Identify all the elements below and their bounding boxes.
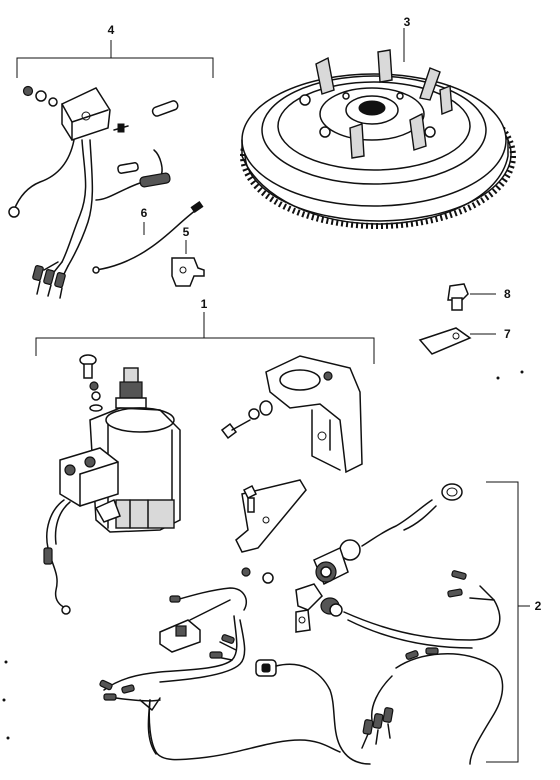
callout-3: 3 [404, 15, 411, 29]
callout-8: 8 [504, 287, 511, 301]
starter-solenoid [59, 447, 121, 523]
flywheel-bolt: 8 [447, 283, 511, 311]
callout-6: 6 [141, 206, 148, 220]
harness-connector-right [361, 647, 439, 749]
plug-connectors [32, 265, 66, 299]
regulator-assembly [8, 85, 179, 299]
wiring-harness-assembly [99, 479, 504, 765]
grommet-icon [441, 483, 463, 501]
starter-pinion [115, 367, 147, 409]
starter-motor-assembly [43, 354, 181, 615]
lock-washer-icon [48, 97, 58, 107]
screw-icon [113, 123, 129, 133]
callout-4: 4 [108, 23, 115, 37]
callout-7: 7 [504, 327, 511, 341]
callout-5: 5 [183, 225, 190, 239]
wire-harness [61, 139, 87, 263]
solenoid-lead [46, 499, 67, 609]
starter-bracket [265, 355, 363, 474]
callout-1: 1 [201, 297, 208, 311]
callout-2: 2 [535, 599, 542, 613]
stop-switch [295, 583, 343, 633]
group-1-bracket: 1 [35, 297, 375, 364]
flywheel: 3 [240, 15, 516, 229]
washer-icon [35, 90, 47, 102]
harness-connector-left [99, 679, 161, 702]
terminal-block [159, 599, 231, 653]
switch-plate [235, 479, 307, 553]
fuse-holder [95, 149, 171, 201]
bracket-bolt-set [220, 400, 273, 440]
starter-bolt-icon [79, 354, 97, 379]
clamp-part: 5 [171, 225, 205, 287]
ground-wire: 6 [92, 200, 204, 274]
rectifier-regulator [61, 87, 111, 141]
key-switch [313, 539, 361, 586]
scan-marks [2, 370, 524, 740]
nut-icon [22, 85, 34, 97]
fuse-icon [151, 100, 179, 117]
ring-terminal-icon [8, 206, 20, 218]
group-2-bracket: 2 [486, 481, 542, 763]
flywheel-washer: 7 [418, 327, 511, 355]
group-4-bracket: 4 [16, 23, 214, 78]
harness-grommet [255, 659, 277, 677]
